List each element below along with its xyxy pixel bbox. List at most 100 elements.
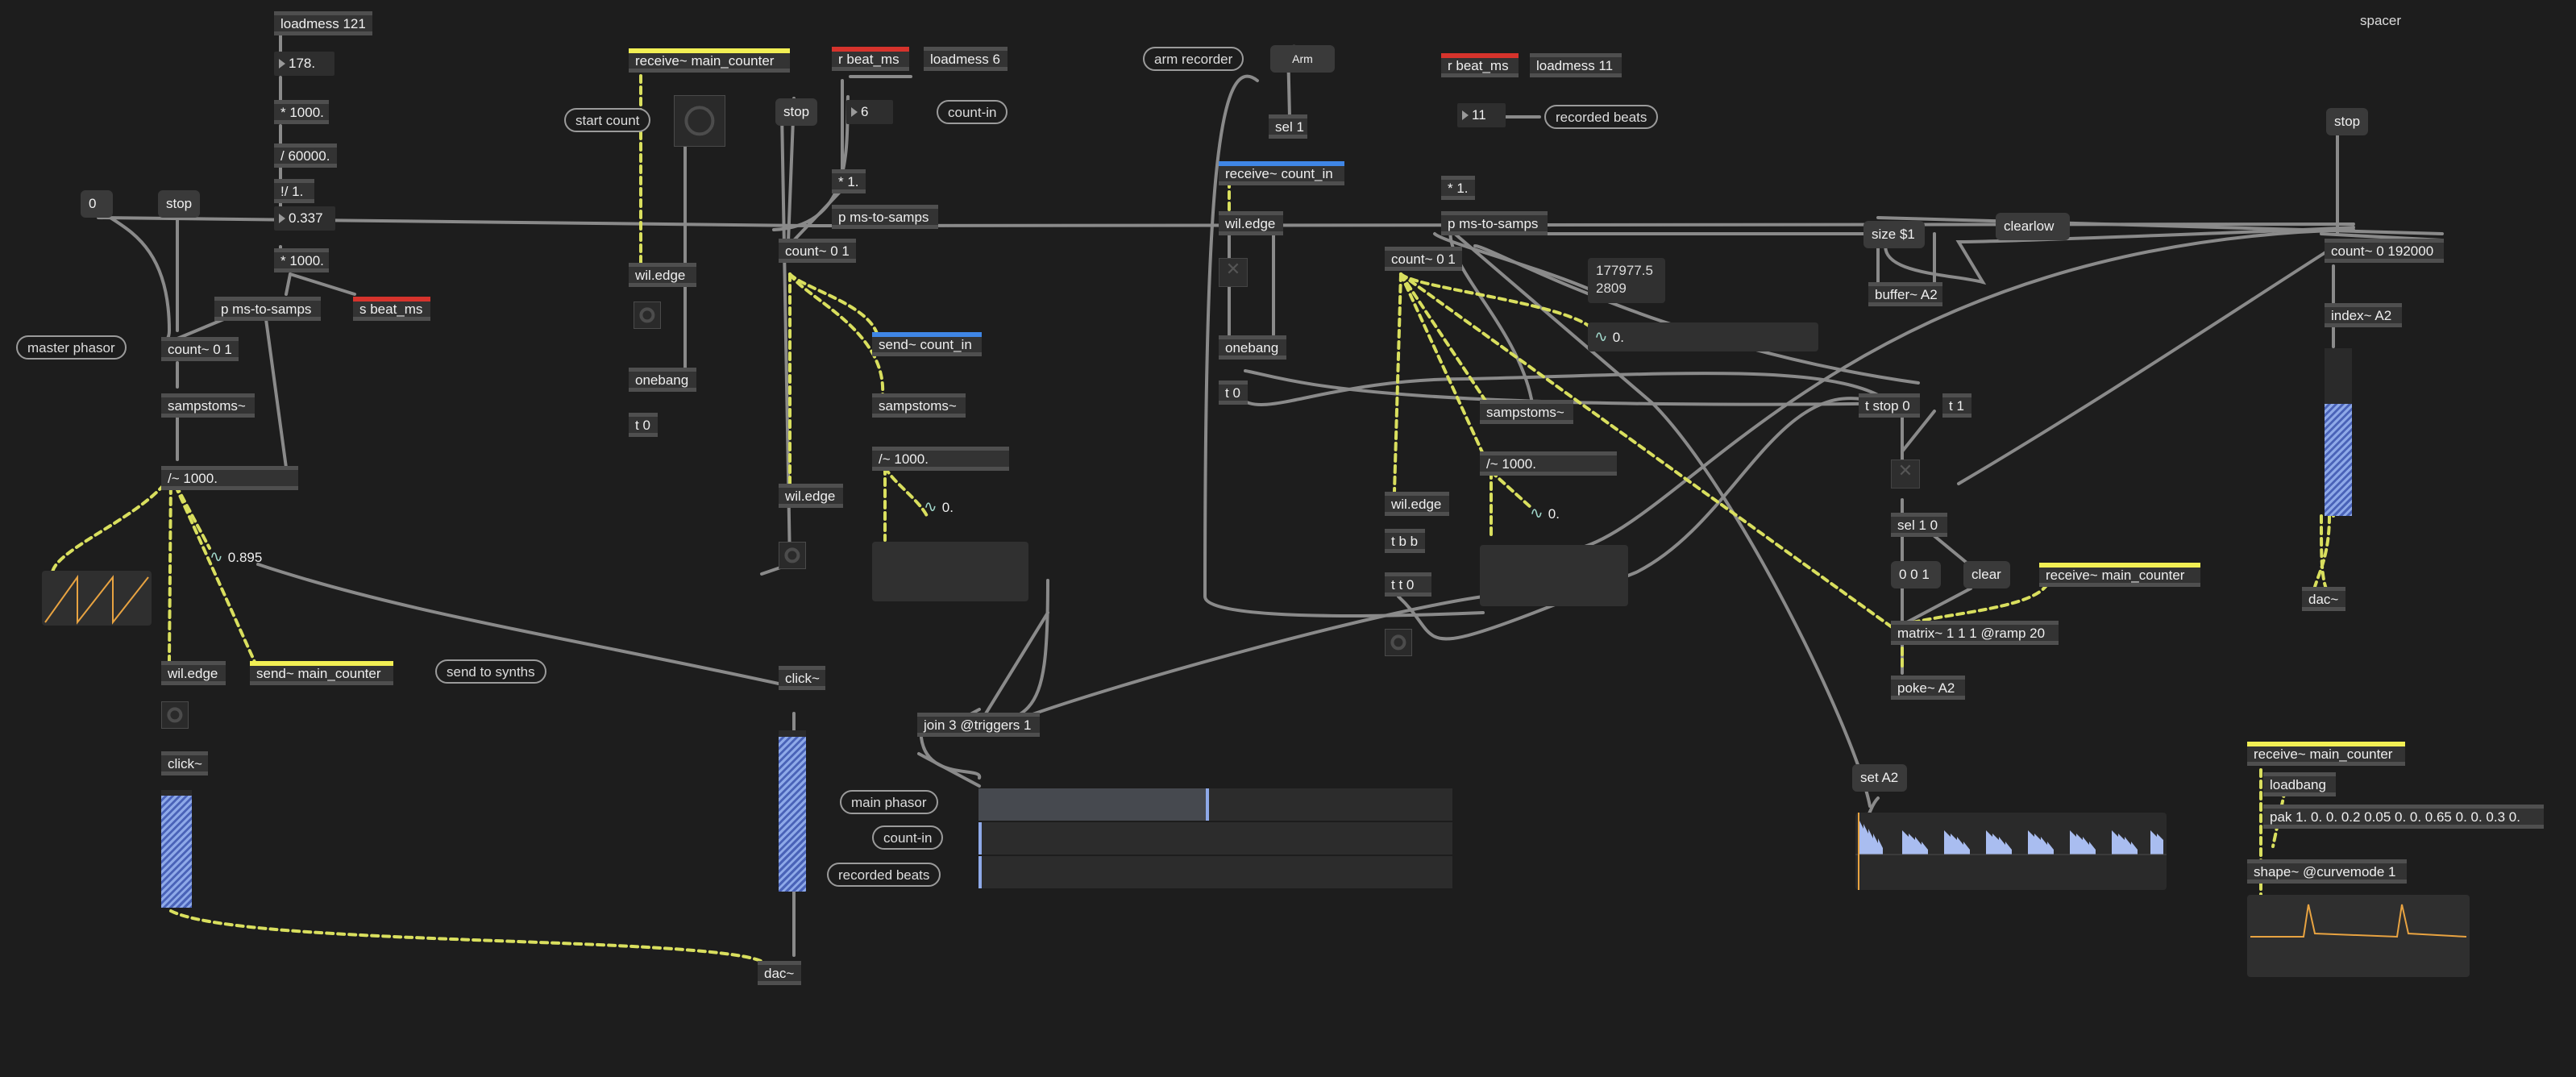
tilde-wave-icon: ∿ — [210, 548, 223, 566]
count-in-slider[interactable] — [978, 822, 1452, 855]
receive-beat-ms-b[interactable]: r beat_ms — [1441, 53, 1519, 77]
send-main-counter[interactable]: send~ main_counter — [250, 661, 393, 685]
t-b-b[interactable]: t b b — [1385, 529, 1425, 553]
poke-a2[interactable]: poke~ A2 — [1891, 676, 1965, 700]
tilde-wave-icon: ∿ — [924, 498, 937, 516]
clear-message[interactable]: clear — [1963, 561, 2010, 588]
t-0-a[interactable]: t 0 — [629, 413, 658, 437]
toggle-b[interactable]: ✕ — [1891, 459, 1920, 489]
dac-a[interactable]: dac~ — [758, 961, 801, 985]
clearlow-message[interactable]: clearlow — [1996, 213, 2070, 240]
ms-to-samps-subpatch-c[interactable]: p ms-to-samps — [1441, 211, 1548, 235]
index-a2[interactable]: index~ A2 — [2325, 303, 2402, 327]
multiply-1000-b[interactable]: * 1000. — [274, 248, 329, 272]
dac-b[interactable]: dac~ — [2302, 587, 2345, 611]
click-a[interactable]: click~ — [161, 751, 208, 776]
sampstoms-a[interactable]: sampstoms~ — [161, 393, 255, 418]
envelope-wave-icon — [2250, 904, 2467, 938]
multiply-1-a[interactable]: * 1. — [832, 169, 866, 193]
loadmess-11[interactable]: loadmess 11 — [1530, 53, 1622, 77]
count-0-1-b[interactable]: count~ 0 1 — [779, 239, 856, 263]
divide-signal-1000-b[interactable]: /~ 1000. — [872, 447, 1009, 471]
pak-envelope[interactable]: pak 1. 0. 0. 0.2 0.05 0. 0. 0.65 0. 0. 0… — [2263, 805, 2544, 829]
onebang-a[interactable]: onebang — [629, 368, 696, 392]
multiply-1-b[interactable]: * 1. — [1441, 176, 1475, 200]
stop-message-c[interactable]: stop — [2326, 108, 2368, 135]
loadbang[interactable]: loadbang — [2263, 772, 2336, 796]
tempo-ratio-number[interactable]: 0.337 — [274, 206, 335, 231]
start-count-bang[interactable] — [674, 95, 725, 147]
onebang-b[interactable]: onebang — [1219, 335, 1286, 360]
recorded-beats-fill — [978, 856, 982, 888]
ms-to-samps-subpatch-a[interactable]: p ms-to-samps — [214, 297, 321, 321]
countin-beats-number[interactable]: 6 — [846, 100, 893, 124]
ms-to-samps-subpatch-b[interactable]: p ms-to-samps — [832, 205, 938, 229]
divide-60000[interactable]: / 60000. — [274, 143, 337, 168]
receive-beat-ms-a[interactable]: r beat_ms — [832, 47, 909, 71]
waveform-icon — [1855, 813, 2167, 890]
loadmess-121[interactable]: loadmess 121 — [274, 11, 372, 35]
t-0-b[interactable]: t 0 — [1219, 380, 1248, 405]
toggle-a[interactable]: ✕ — [1219, 258, 1248, 287]
t-t-0[interactable]: t t 0 — [1385, 572, 1431, 597]
sampstoms-c[interactable]: sampstoms~ — [1480, 400, 1573, 424]
msg-0-0-1[interactable]: 0 0 1 — [1891, 561, 1941, 588]
main-phasor-slider[interactable] — [978, 788, 1452, 821]
count-0-1-c[interactable]: count~ 0 1 — [1385, 247, 1462, 271]
size-message[interactable]: size $1 — [1863, 221, 1925, 248]
wiledge-c[interactable]: wil.edge — [779, 484, 843, 508]
circle-ring-icon — [167, 707, 183, 723]
circle-ring-icon — [639, 307, 655, 323]
sel-1[interactable]: sel 1 — [1269, 114, 1307, 139]
matrix-ramp[interactable]: matrix~ 1 1 1 @ramp 20 — [1891, 621, 2059, 645]
wiledge-d[interactable]: wil.edge — [1219, 211, 1283, 235]
bang-d[interactable] — [1385, 629, 1412, 656]
signal-meter-main — [161, 790, 192, 908]
countin-signal: ∿0. — [924, 498, 954, 516]
circle-ring-icon — [1390, 634, 1406, 651]
buffer-a2[interactable]: buffer~ A2 — [1868, 282, 1942, 306]
receive-main-counter-a[interactable]: receive~ main_counter — [629, 48, 790, 73]
divide-signal-1000-c[interactable]: /~ 1000. — [1480, 451, 1617, 476]
join-3-triggers[interactable]: join 3 @triggers 1 — [917, 713, 1040, 737]
multiply-1000[interactable]: * 1000. — [274, 100, 329, 124]
receive-main-counter-b[interactable]: receive~ main_counter — [2039, 563, 2200, 587]
click-b[interactable]: click~ — [779, 666, 825, 690]
shape-curvemode[interactable]: shape~ @curvemode 1 — [2247, 859, 2407, 884]
bang-c[interactable] — [779, 542, 806, 569]
receive-main-counter-c[interactable]: receive~ main_counter — [2247, 742, 2405, 766]
tilde-wave-icon: ∿ — [1594, 328, 1608, 346]
wiledge-e[interactable]: wil.edge — [1385, 492, 1449, 516]
divide-signal-1000-a[interactable]: /~ 1000. — [161, 466, 298, 490]
t-stop-0[interactable]: t stop 0 — [1859, 393, 1920, 418]
reciprocal-divide[interactable]: !/ 1. — [274, 179, 314, 203]
wiledge-b[interactable]: wil.edge — [629, 263, 696, 287]
recorded-display — [1480, 545, 1628, 606]
count-0-192000[interactable]: count~ 0 192000 — [2325, 239, 2444, 263]
main-phasor-signal: ∿0.895 — [210, 548, 263, 566]
count-0-1-a[interactable]: count~ 0 1 — [161, 337, 239, 361]
receive-count-in[interactable]: receive~ count_in — [1219, 161, 1344, 185]
wiledge-a[interactable]: wil.edge — [161, 661, 226, 685]
stop-message-a[interactable]: stop — [158, 190, 200, 218]
send-count-in[interactable]: send~ count_in — [872, 332, 982, 356]
recorded-beats-number[interactable]: 11 — [1457, 103, 1506, 127]
send-beat-ms[interactable]: s beat_ms — [353, 297, 430, 321]
bang-b[interactable] — [634, 301, 661, 329]
comment-spacer: spacer — [2360, 13, 2402, 28]
t-1[interactable]: t 1 — [1942, 393, 1971, 418]
sampstoms-b[interactable]: sampstoms~ — [872, 393, 966, 418]
stop-message-b[interactable]: stop — [775, 98, 817, 126]
circle-ring-icon — [784, 547, 800, 563]
bang-a[interactable] — [161, 701, 189, 729]
bpm-number[interactable]: 178. — [274, 52, 334, 76]
arm-button[interactable]: Arm — [1270, 45, 1335, 73]
set-a2-message[interactable]: set A2 — [1852, 764, 1907, 792]
tilde-wave-icon: ∿ — [1530, 505, 1544, 522]
zero-message[interactable]: 0 — [81, 190, 113, 218]
comment-master-phasor: master phasor — [16, 335, 127, 360]
sel-1-0[interactable]: sel 1 0 — [1891, 513, 1947, 537]
loadmess-6[interactable]: loadmess 6 — [924, 47, 1008, 71]
recorded-beats-slider[interactable] — [978, 856, 1452, 888]
